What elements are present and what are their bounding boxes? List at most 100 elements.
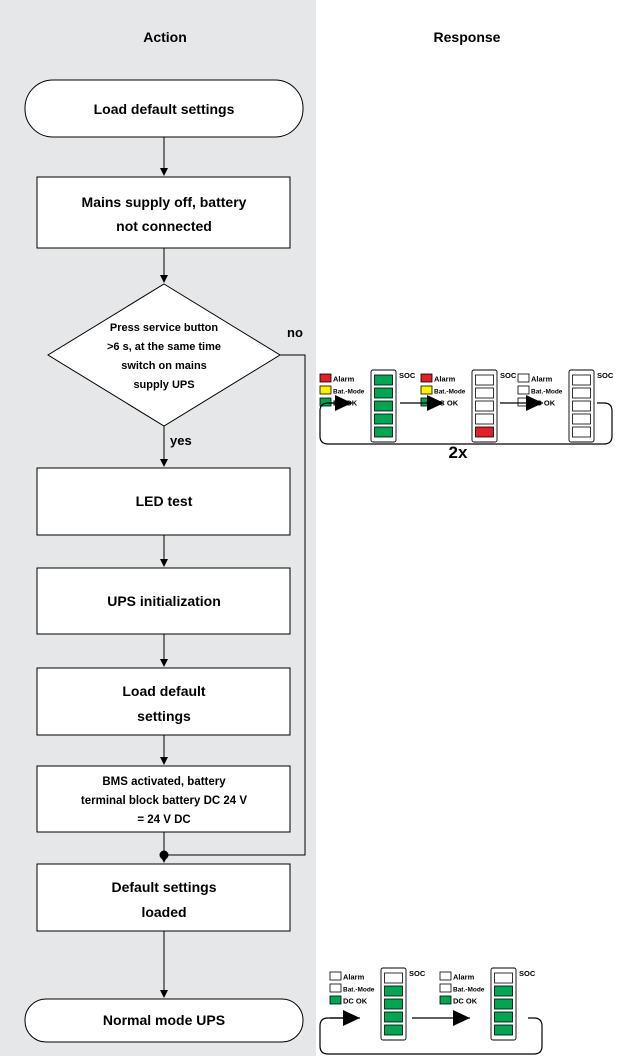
- settings-loaded-label-line1: Default settings: [111, 879, 216, 895]
- alarm-led: [319, 373, 332, 383]
- settings-loaded-label-line2: loaded: [141, 904, 186, 920]
- soc-segment: [475, 374, 494, 386]
- soc-label: SOC: [409, 969, 426, 978]
- bat-mode-led: [420, 385, 433, 395]
- no-branch-line: [168, 354, 306, 856]
- soc-segment: [384, 1011, 403, 1023]
- alarm-led-label: Alarm: [453, 973, 475, 982]
- dc-ok-led: [319, 397, 332, 407]
- alarm-led-label: Alarm: [434, 375, 456, 384]
- soc-label: SOC: [399, 371, 416, 380]
- bms-label-line1: BMS activated, battery: [102, 776, 226, 788]
- soc-segment: [374, 374, 393, 386]
- soc-segment: [572, 413, 591, 425]
- dc-ok-led-label: DC OK: [453, 997, 478, 1006]
- soc-segment: [384, 998, 403, 1010]
- soc-segment: [572, 387, 591, 399]
- decision-label-line4: supply UPS: [133, 379, 194, 391]
- bat-mode-led: [319, 385, 332, 395]
- bat-mode-led: [329, 983, 342, 993]
- soc-segment: [475, 400, 494, 412]
- response-column-header: Response: [434, 29, 501, 45]
- dc-ok-led: [329, 995, 342, 1005]
- no-branch-label: no: [287, 325, 303, 340]
- end-terminal: [24, 998, 304, 1043]
- decision-label-line1: Press service button: [110, 322, 218, 334]
- soc-label: SOC: [597, 371, 614, 380]
- alarm-led-label: Alarm: [333, 375, 355, 384]
- soc-label: SOC: [500, 371, 517, 380]
- bat-mode-led: [439, 983, 452, 993]
- soc-segment: [374, 426, 393, 438]
- bat-mode-led-label: Bat.-Mode: [343, 987, 375, 994]
- soc-segment: [384, 985, 403, 997]
- dc-ok-led-label: DC OK: [434, 399, 459, 408]
- bat-mode-led-label: Bat.-Mode: [434, 389, 466, 396]
- soc-segment: [572, 400, 591, 412]
- yes-branch-label: yes: [170, 433, 192, 448]
- repeat-loop: [319, 402, 613, 445]
- dc-ok-led-label: DC OK: [343, 997, 368, 1006]
- alarm-led: [329, 971, 342, 981]
- ups-initialization-label: UPS initialization: [107, 593, 221, 609]
- alarm-led-label: Alarm: [531, 375, 553, 384]
- start-terminal-label: Load default settings: [94, 101, 235, 117]
- dc-ok-led: [439, 995, 452, 1005]
- sequence-arrowhead: [427, 395, 444, 411]
- bms-label-line3: = 24 V DC: [137, 814, 190, 826]
- loop-connector: [319, 1017, 543, 1055]
- decision-label-line2: >6 s, at the same time: [107, 341, 221, 353]
- bat-mode-led-label: Bat.-Mode: [531, 389, 563, 396]
- load-default-label-line1: Load default: [122, 683, 206, 699]
- sequence-arrowhead: [453, 1010, 470, 1026]
- load-default-step: [36, 667, 291, 736]
- soc-segment: [494, 1024, 513, 1036]
- sequence-arrowhead: [335, 395, 352, 411]
- action-column-header: Action: [143, 29, 187, 45]
- repeat-count-label: 2x: [449, 443, 468, 462]
- mains-off-label-line2: not connected: [116, 218, 212, 234]
- sequence-arrowhead: [343, 1010, 360, 1026]
- ups-initialization-step: [36, 567, 291, 635]
- soc-segment: [384, 972, 403, 984]
- settings-loaded-step: [36, 863, 291, 932]
- load-default-label-line2: settings: [137, 708, 191, 724]
- sequence-arrowhead: [526, 395, 543, 411]
- bms-label-line2: terminal block battery DC 24 V: [81, 795, 247, 807]
- soc-segment: [384, 1024, 403, 1036]
- alarm-led: [439, 971, 452, 981]
- alarm-led: [420, 373, 433, 383]
- led-test-label: LED test: [136, 493, 193, 509]
- soc-segment: [475, 426, 494, 438]
- soc-segment: [494, 972, 513, 984]
- soc-segment: [374, 413, 393, 425]
- end-terminal-label: Normal mode UPS: [103, 1012, 225, 1028]
- bat-mode-led-label: Bat.-Mode: [453, 987, 485, 994]
- bat-mode-led: [517, 385, 530, 395]
- mains-off-label-line1: Mains supply off, battery: [82, 194, 247, 210]
- soc-segment: [475, 413, 494, 425]
- decision-label-line3: switch on mains: [121, 360, 207, 372]
- dc-ok-led-label: DC OK: [531, 399, 556, 408]
- soc-segment: [494, 1011, 513, 1023]
- soc-label: SOC: [519, 969, 536, 978]
- mains-off-step: [36, 176, 291, 249]
- soc-segment: [374, 400, 393, 412]
- bat-mode-led-label: Bat.-Mode: [333, 389, 365, 396]
- soc-segment: [572, 426, 591, 438]
- soc-segment: [572, 374, 591, 386]
- alarm-led: [517, 373, 530, 383]
- soc-segment: [475, 387, 494, 399]
- soc-segment: [494, 985, 513, 997]
- soc-segment: [374, 387, 393, 399]
- led-test-step: [36, 467, 291, 536]
